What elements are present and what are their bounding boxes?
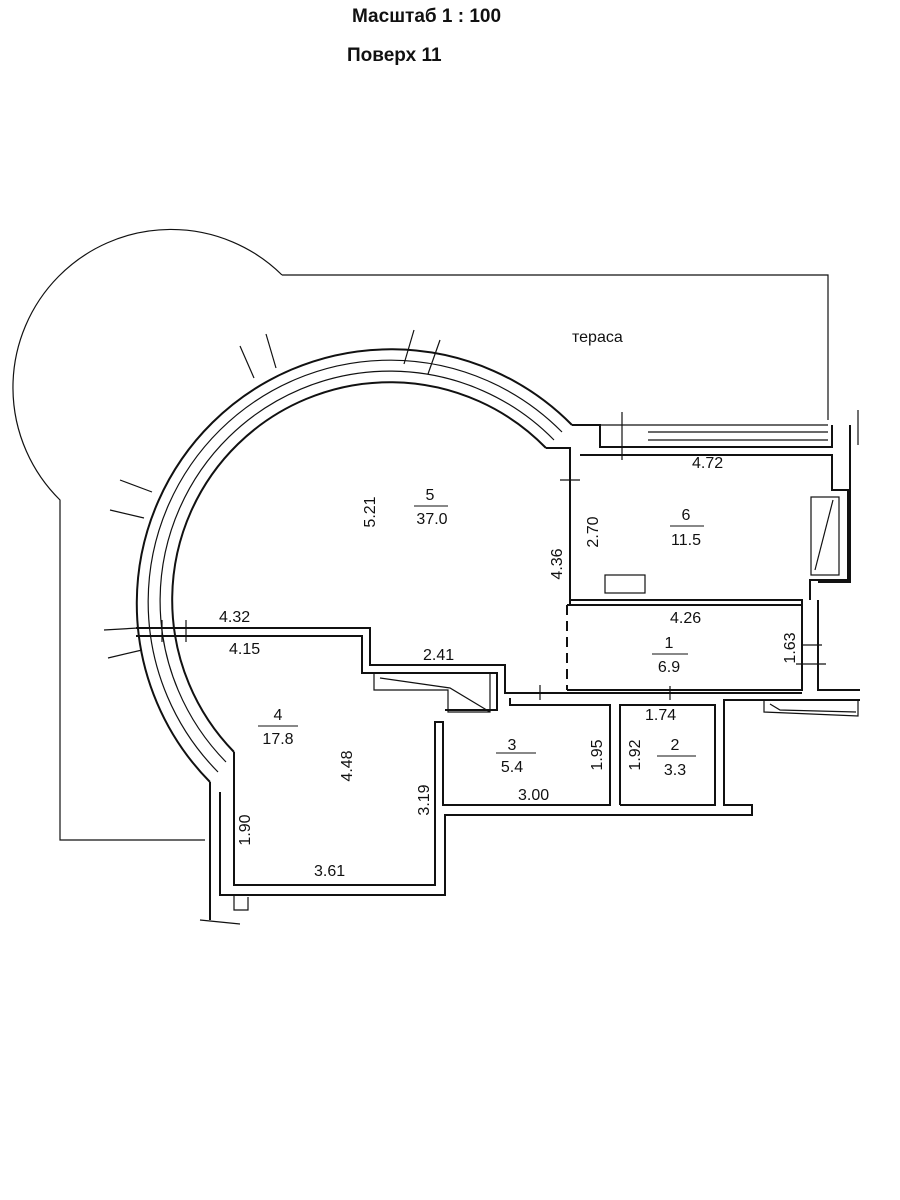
terrace-label: тераса [572,329,623,346]
room-number: 2 [671,737,680,754]
dim-label: 1.74 [645,707,676,724]
room-number: 3 [508,737,517,754]
room-number: 4 [274,707,283,724]
room-number: 5 [426,487,435,504]
dim-label: 3.00 [518,787,549,804]
dim-label: 1.90 [237,814,254,845]
room-area: 3.3 [664,762,686,779]
room-area: 17.8 [262,731,293,748]
dim-label: 4.15 [229,641,260,658]
room-5: 5 37.0 [414,487,448,528]
dim-label: 1.92 [627,739,644,770]
dim-label: 2.41 [423,647,454,664]
dim-label: 1.95 [589,739,606,770]
curved-wall [103,329,573,783]
room-area: 37.0 [416,511,447,528]
dim-label: 4.36 [549,548,566,579]
room-1: 1 6.9 [652,635,688,676]
room-area: 5.4 [501,759,523,776]
floor-label: Поверх 11 [347,45,442,66]
dim-label: 2.70 [585,516,602,547]
dim-label: 4.32 [219,609,250,626]
dim-label: 3.19 [416,784,433,815]
walls [136,410,860,925]
dim-label: 5.21 [362,496,379,527]
room-6: 6 11.5 [670,507,704,549]
terrace-outline [12,228,829,841]
room-4: 4 17.8 [258,707,298,748]
dim-label: 4.72 [692,455,723,472]
room-area: 6.9 [658,659,680,676]
room-area: 11.5 [671,532,701,549]
dim-label: 1.63 [782,632,799,663]
room-number: 1 [665,635,674,652]
dimensions: 4.72 2.70 5.21 4.36 4.26 1.63 1.74 1.92 … [219,455,799,880]
dim-label: 4.48 [339,750,356,781]
room-3: 3 5.4 [496,737,536,776]
room-2: 2 3.3 [657,737,696,779]
scale-label: Масштаб 1 : 100 [352,6,502,27]
dim-label: 4.26 [670,610,701,627]
room-number: 6 [682,507,691,524]
dim-label: 3.61 [314,863,345,880]
